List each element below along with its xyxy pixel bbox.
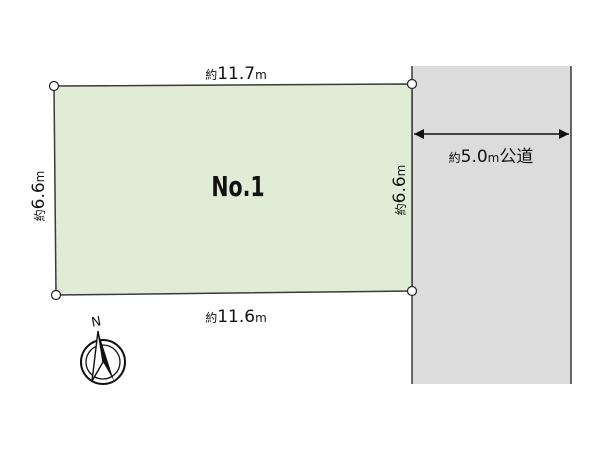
compass-needle-dark — [98, 331, 114, 381]
public-road — [412, 66, 571, 384]
corner-marker-icon — [50, 289, 62, 301]
corner-marker-icon — [48, 80, 60, 92]
north-label: N — [90, 314, 102, 330]
dimension-arrow-icon — [414, 129, 424, 139]
road-width-dimension — [414, 129, 569, 139]
north-arrow-icon — [80, 330, 126, 385]
compass-needle-light — [91, 330, 104, 382]
dimension-arrow-icon — [559, 129, 569, 139]
bottom-edge-dimension: 約11.6m — [205, 307, 267, 327]
compass-outer-ring — [80, 339, 126, 385]
corner-marker-icon — [406, 285, 418, 297]
top-edge-dimension: 約11.7m — [205, 64, 267, 84]
left-edge-dimension: 約6.6m — [29, 171, 49, 222]
corner-marker-icon — [406, 78, 418, 90]
lot-label: No.1 — [211, 170, 264, 203]
right-edge-dimension: 約6.6m — [390, 165, 410, 216]
compass-inner-ring — [85, 344, 121, 380]
road-width-label: 約5.0m公道 — [449, 147, 534, 167]
